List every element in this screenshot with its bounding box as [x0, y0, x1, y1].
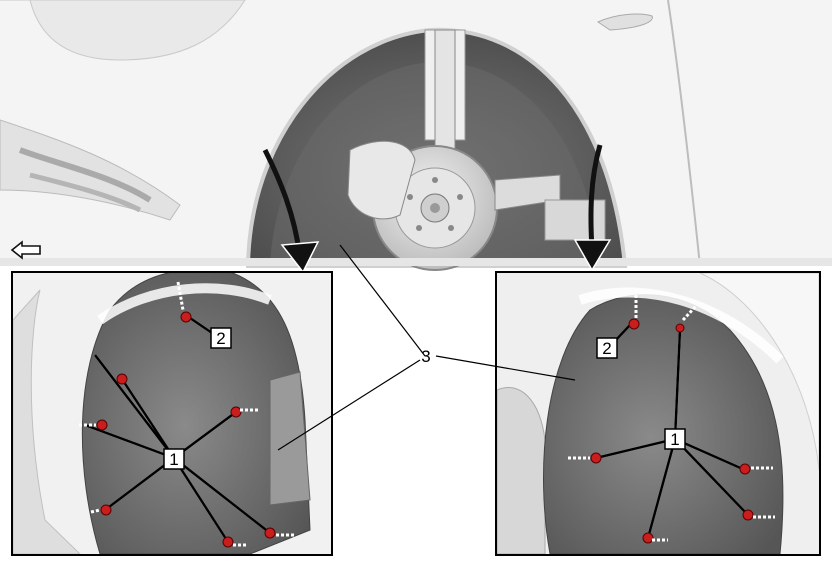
- red-push-pin-icon: [180, 311, 192, 323]
- liner-callout: 3: [277, 244, 576, 451]
- detail-panel-rear: 1 2: [495, 271, 821, 556]
- detail-panel-front: 1 2: [11, 271, 333, 556]
- callout-box-fastener: [664, 428, 686, 450]
- red-push-pin-icon: [590, 452, 602, 464]
- red-push-pin-icon: [642, 532, 654, 544]
- callout-box-clip: [596, 337, 618, 359]
- red-push-pin-icon: [675, 323, 685, 333]
- callout-label-fastener: 1: [169, 450, 178, 469]
- callout-box-fastener: [163, 448, 185, 470]
- mirror-indicator: [596, 13, 653, 31]
- left-arrow-icon: [10, 240, 41, 260]
- vehicle-overview: [0, 0, 832, 274]
- red-push-pin-icon: [116, 373, 128, 385]
- callout-label-liner: 3: [421, 347, 430, 366]
- red-push-pin-icon: [230, 406, 242, 418]
- curved-arrow-icon: [588, 144, 603, 251]
- callout-label-fastener: 1: [670, 430, 679, 449]
- red-push-pin-icon: [96, 419, 108, 431]
- red-push-pin-icon: [628, 318, 640, 330]
- callout-label-clip: 2: [602, 339, 611, 358]
- red-push-pin-icon: [742, 509, 754, 521]
- red-push-pin-icon: [100, 504, 112, 516]
- red-push-pin-icon: [739, 463, 751, 475]
- callout-box-clip: [210, 327, 232, 349]
- red-push-pin-icon: [222, 536, 234, 548]
- callout-label-clip: 2: [216, 329, 225, 348]
- red-push-pin-icon: [264, 527, 276, 539]
- brake-caliper: [347, 140, 416, 220]
